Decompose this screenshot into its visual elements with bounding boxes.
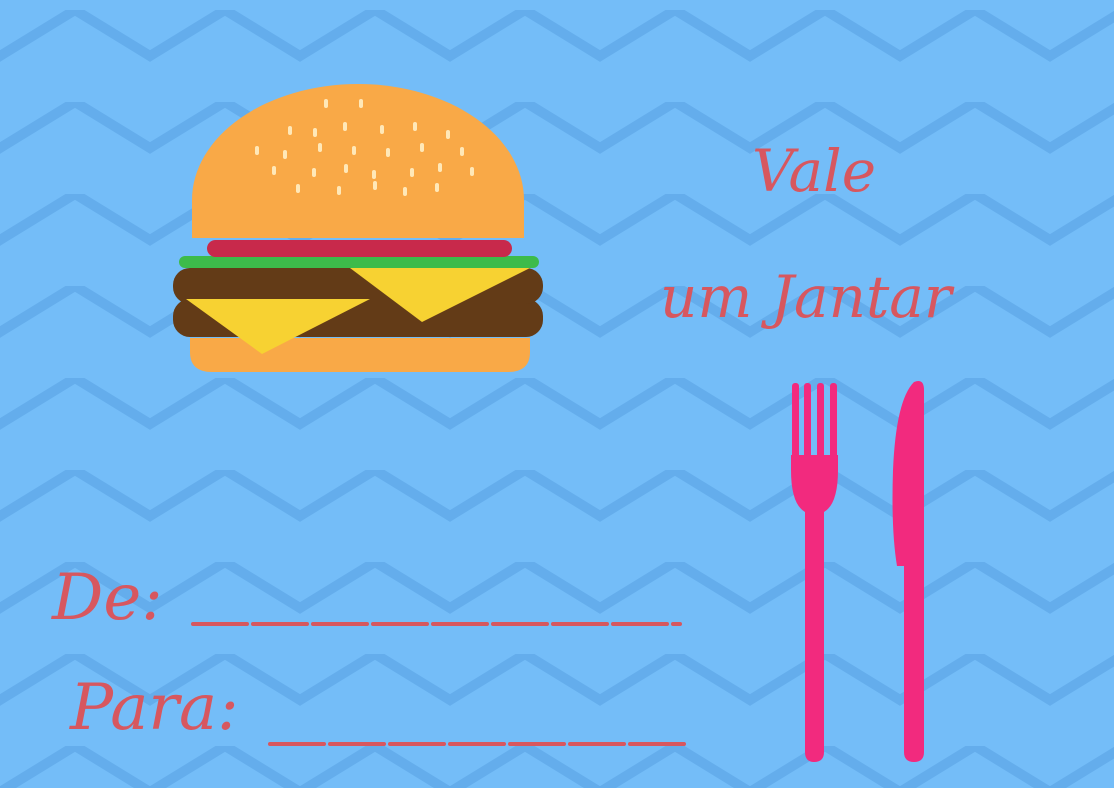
from-label: De: [52, 561, 163, 635]
knife-icon [892, 381, 924, 762]
title-line-1: Vale [752, 137, 877, 205]
hamburger-icon [173, 84, 543, 372]
to-label: Para: [70, 671, 239, 745]
top-bun [192, 84, 524, 238]
form-lines [191, 622, 688, 746]
tomato [207, 240, 512, 257]
fork-icon [791, 383, 838, 762]
title-line-2: um Jantar [660, 263, 952, 331]
sesame-seeds [255, 99, 474, 196]
lettuce [179, 256, 539, 268]
bottom-bun [190, 338, 530, 372]
cheese-slice-right [350, 268, 530, 322]
cheese-slice-left [186, 299, 370, 354]
